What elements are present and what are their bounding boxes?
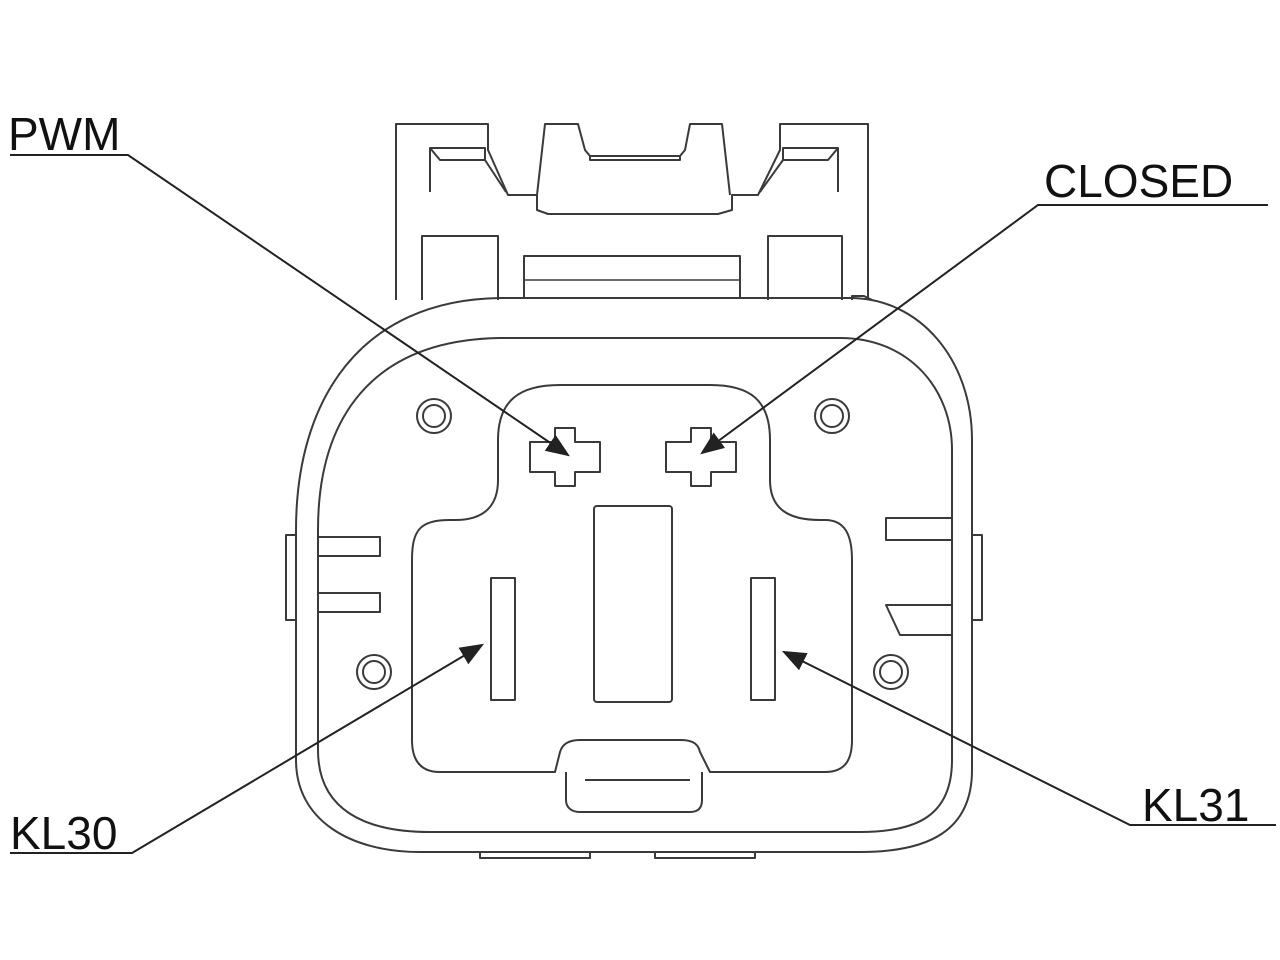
mounting-holes [356, 398, 909, 690]
connector-body [285, 297, 983, 859]
kl31-leader-line [781, 650, 1276, 826]
pwm-label: PWM [8, 108, 121, 160]
kl30-label: KL30 [10, 807, 118, 859]
center-key [593, 505, 673, 703]
pwm-pin [529, 427, 601, 487]
kl30-blade [490, 577, 516, 701]
closed-leader-line [700, 204, 1268, 455]
top-latch [395, 123, 873, 301]
pwm-leader-line [10, 154, 570, 457]
closed-pin [665, 427, 737, 487]
kl30-leader-line [10, 643, 485, 854]
kl31-label: KL31 [1142, 779, 1250, 831]
kl31-blade [750, 577, 776, 701]
inner-cavity [411, 384, 853, 813]
left-ribs [318, 536, 381, 613]
right-ribs [885, 517, 952, 636]
closed-label: CLOSED [1044, 155, 1234, 207]
